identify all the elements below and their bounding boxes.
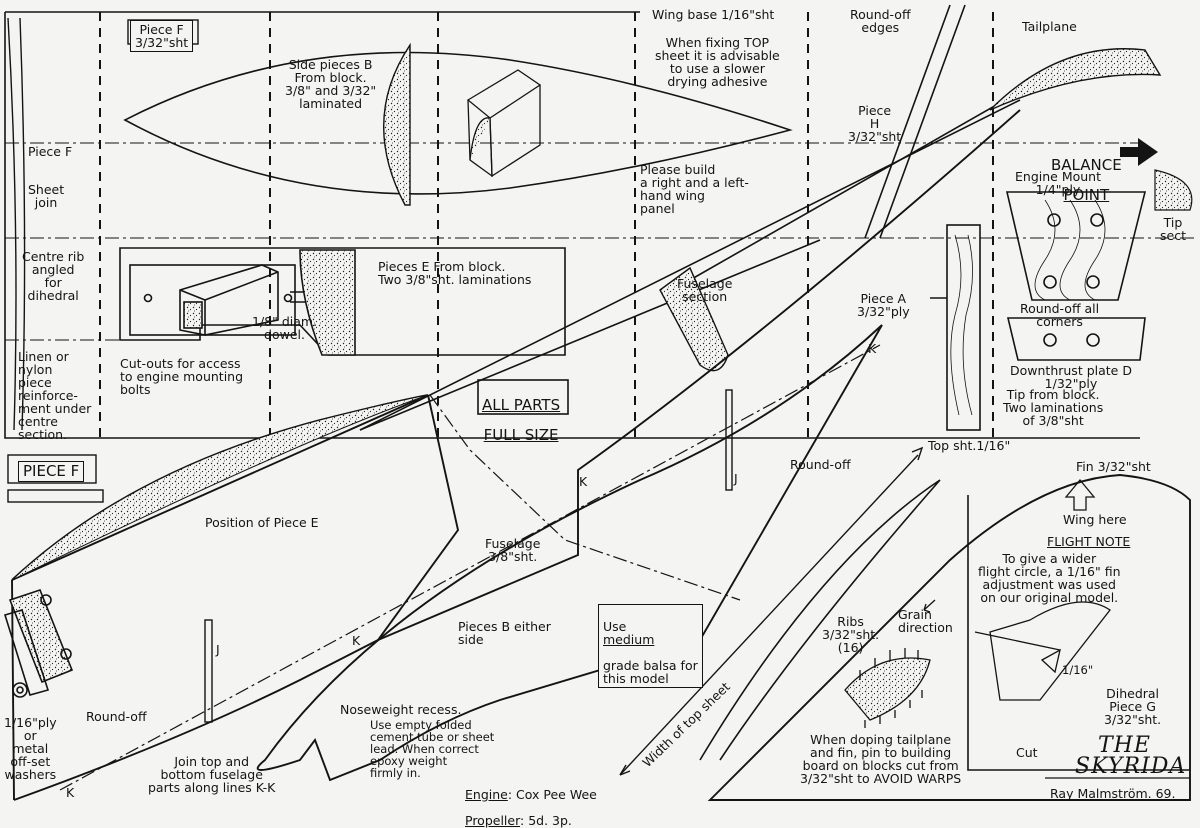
label-build-note: Please build a right and a left- hand wi…	[640, 162, 749, 216]
propeller-key: Propeller	[465, 813, 521, 828]
medium-text: medium	[603, 632, 655, 647]
label-piece-f-top: Piece F 3/32"sht	[130, 20, 194, 52]
flight-note-frame	[967, 495, 1190, 771]
block-sketch	[466, 69, 542, 178]
label-fuselage: Fuselage 3/8"sht.	[485, 536, 541, 564]
fuselage-top-stipple	[11, 394, 429, 581]
tailplane-outline	[989, 48, 1162, 111]
label-doping-note: When doping tailplane and fin, pin to bu…	[800, 732, 962, 786]
marker-j: J	[216, 642, 220, 657]
propeller-value: : 5d. 3p.	[520, 813, 572, 828]
label-piece-f-mid: Piece F	[28, 144, 73, 159]
label-flight-note-body: To give a wider flight circle, a 1/16" f…	[978, 551, 1121, 605]
marker-k: K	[352, 633, 361, 648]
point-text: POINT	[1063, 186, 1110, 204]
label-ribs: Ribs 3/32"sht. (16)	[822, 614, 880, 655]
label-dowel: 1/8" diam. dowel.	[252, 314, 318, 342]
label-round-off-edges: Round-off edges	[850, 7, 911, 35]
width-top-sheet-arrow	[619, 446, 924, 776]
all-parts-text: ALL PARTS	[482, 396, 561, 414]
label-pieces-b-side: Pieces B either side	[458, 619, 551, 647]
label-join-top: Join top and bottom fuselage parts along…	[148, 754, 276, 795]
label-centre-rib: Centre rib angled for dihedral	[22, 249, 85, 303]
balance-arrow-shape	[1120, 138, 1158, 166]
label-side-pieces-b: Side pieces B From block. 3/8" and 3/32"…	[285, 57, 377, 111]
label-fuselage-section: Fuselage section	[677, 276, 733, 304]
label-top-sht: Top sht.1/16"	[928, 438, 1011, 453]
marker-j: J	[734, 471, 738, 486]
label-wing-base: Wing base 1/16"sht	[652, 7, 775, 22]
title-the: THE	[1098, 733, 1151, 758]
piece-f-strips	[7, 17, 199, 503]
piece-a-outline	[930, 224, 981, 431]
label-grain: Grain direction	[898, 607, 953, 635]
rib-stations	[99, 12, 994, 438]
label-sheet-join: Sheet join	[28, 182, 65, 210]
label-engine: Engine: Cox Pee Wee Propeller: 5d. 3p.	[465, 775, 597, 827]
label-pieces-e: Pieces E From block. Two 3/8"sht. lamina…	[378, 259, 532, 287]
all-parts-box	[477, 379, 569, 415]
j-strips	[204, 389, 733, 723]
label-downthrust: Downthrust plate D 1/32"ply	[1010, 363, 1132, 391]
label-fin: Fin 3/32"sht	[1076, 459, 1151, 474]
grade-text: grade balsa for this model	[603, 658, 698, 686]
ribs-sketch	[844, 599, 936, 728]
label-all-parts: ALL PARTS FULL SIZE	[482, 383, 560, 443]
label-top-sheet-note: When fixing TOP sheet it is advisable to…	[655, 35, 780, 89]
wing-planform	[123, 51, 793, 195]
plan-sheet: Piece F 3/32"sht Piece F PIECE F Sheet j…	[3, 4, 1195, 827]
label-balance-point: BALANCE POINT	[1051, 143, 1122, 203]
k-k-line	[59, 344, 881, 791]
marker-k: K	[868, 341, 877, 356]
label-linen: Linen or nylon piece reinforce- ment und…	[18, 349, 92, 442]
label-dihedral: Dihedral Piece G 3/32"sht.	[1104, 686, 1162, 727]
marker-k: K	[66, 785, 75, 800]
label-position-piece-e: Position of Piece E	[205, 515, 319, 530]
label-piece-h: Piece H 3/32"sht	[848, 103, 902, 144]
marker-k: K	[579, 474, 588, 489]
label-use-medium: Use medium grade balsa for this model	[598, 604, 703, 688]
flight-note-title-text: FLIGHT NOTE	[1047, 534, 1131, 549]
pieces-e-panel	[119, 247, 566, 356]
label-round-off-corners: Round-off all corners	[1020, 301, 1100, 329]
label-cutouts: Cut-outs for access to engine mounting b…	[120, 356, 244, 397]
label-sixteenth: 1/16"	[1062, 663, 1094, 677]
label-flight-note-title: FLIGHT NOTE	[1047, 535, 1130, 548]
full-size-text: FULL SIZE	[483, 426, 559, 444]
balance-text: BALANCE	[1051, 156, 1122, 174]
label-washers: 1/16"ply or metal off-set washers	[4, 715, 57, 782]
engine-value: : Cox Pee Wee	[507, 787, 597, 802]
engine-mount-plates	[1005, 191, 1147, 361]
side-piece-b-stipple	[383, 42, 411, 206]
label-round-off-mid: Round-off	[790, 457, 851, 472]
label-piece-a: Piece A 3/32"ply	[857, 291, 910, 319]
label-noseweight-body: Use empty folded cement tube or sheet le…	[370, 718, 495, 780]
fuselage-section-stipple	[659, 266, 729, 372]
tail-curves	[699, 479, 941, 761]
label-tailplane: Tailplane	[1022, 19, 1077, 34]
lower-fuselage-outline	[256, 324, 883, 782]
fin-outline	[707, 474, 1191, 801]
fin-sketch	[974, 478, 1111, 701]
signature: Ray Malmström. 69.	[1050, 786, 1176, 801]
label-wing-here: Wing here	[1063, 512, 1127, 527]
label-noseweight: Noseweight recess.	[340, 702, 462, 717]
wing-diagonals	[359, 4, 1041, 431]
use-text: Use	[603, 619, 627, 634]
label-engine-mount: Engine Mount 1/4"ply	[1015, 169, 1101, 197]
label-piece-f-bottom: PIECE F	[18, 461, 85, 482]
engine-bearers	[3, 589, 74, 698]
label-tip-from-block: Tip from block. Two laminations of 3/8"s…	[1003, 387, 1104, 428]
label-round-off-left: Round-off	[86, 709, 147, 724]
title-skyrida: SKYRIDA	[1075, 754, 1187, 779]
plan-drawing	[3, 4, 1195, 801]
label-cut: Cut	[1016, 745, 1038, 760]
engine-key: Engine	[465, 787, 508, 802]
wing-panel-frame	[4, 11, 1140, 439]
label-tip-sect: Tip sect	[1160, 215, 1186, 243]
